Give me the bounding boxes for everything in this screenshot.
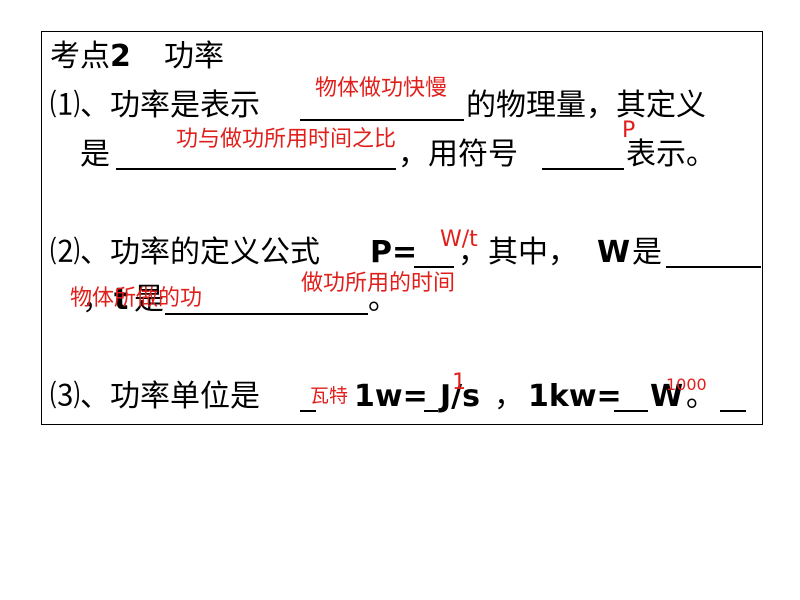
q3-eq2: 1kw= [528, 379, 622, 414]
q1-line2-end: ，用符号 [398, 137, 518, 172]
q2-w-label: W [597, 235, 631, 270]
q3-unit1: J/s [440, 379, 480, 414]
q2-is-text: 是 [632, 235, 662, 270]
q2-line2-start: ， [82, 282, 112, 317]
q3-answer-unit: 瓦特 [310, 385, 349, 407]
section-heading-title: 功率 [164, 39, 224, 74]
q3-eq1: 1w= [354, 379, 428, 414]
q2-t-label: t [114, 282, 129, 317]
q1-blank-definition [116, 168, 396, 170]
section-heading-number: 2 [110, 39, 131, 74]
q1-line1-end: 的物理量，其定义 [466, 88, 706, 123]
section-heading-prefix: 考点 [50, 39, 110, 74]
q3-blank-1000 [614, 410, 648, 412]
q1-answer-definition: 功与做功所用时间之比 [176, 127, 397, 152]
q1-line1-start: ⑴、功率是表示 [50, 88, 260, 123]
q3-answer-1000: 1000 [666, 375, 707, 394]
q3-blank-unit [300, 410, 316, 412]
q3-answer-1: 1 [452, 370, 466, 395]
q2-answer-t: 做功所用的时间 [301, 271, 456, 296]
q1-line2-start: 是 [80, 137, 110, 172]
q2-blank-w [666, 266, 761, 268]
q2-line1-mid: ，其中， [458, 235, 578, 270]
q2-line1-start: ⑵、功率的定义公式 [50, 235, 320, 270]
q1-line2-tail: 表示。 [626, 137, 716, 172]
q2-formula-prefix: P= [370, 235, 418, 270]
q3-blank-1 [424, 410, 438, 412]
q3-comma: ， [494, 379, 524, 414]
q2-answer-formula: W/t [440, 227, 478, 252]
q1-blank-symbol [542, 168, 624, 170]
q2-blank-formula [414, 266, 454, 268]
q1-blank-meaning [300, 119, 464, 121]
worksheet-box [41, 31, 763, 425]
q3-blank-trailing [720, 410, 746, 412]
q3-period: 。 [686, 379, 716, 414]
q2-answer-w: 物体所做的功 [70, 286, 203, 311]
q3-start: ⑶、功率单位是 [50, 379, 260, 414]
q2-line2-end: 。 [368, 282, 398, 317]
q1-answer-symbol: P [622, 118, 636, 143]
q3-unit2: W [650, 379, 684, 414]
q2-blank-t [165, 313, 368, 315]
q2-t-is: 是 [134, 282, 164, 317]
q1-answer-meaning: 物体做功快慢 [315, 76, 448, 101]
